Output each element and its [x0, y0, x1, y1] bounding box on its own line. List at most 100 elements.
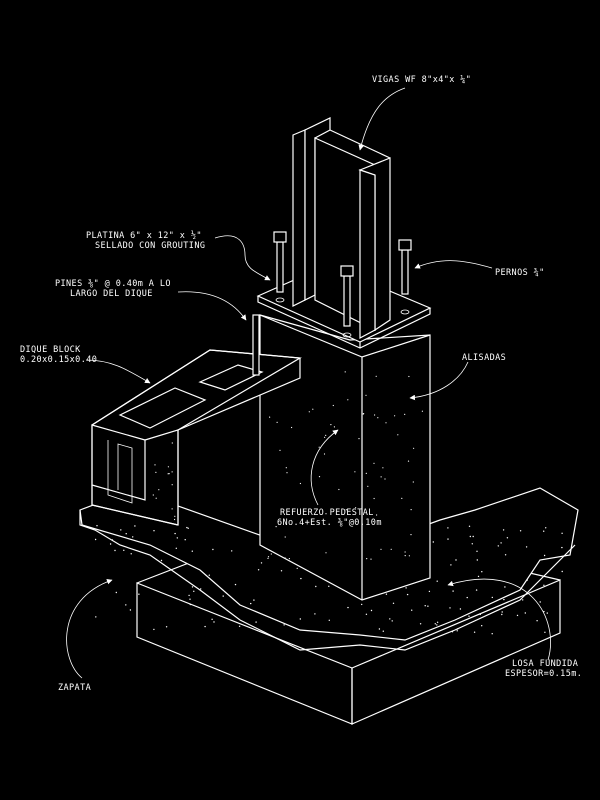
texture-speck — [380, 548, 382, 550]
leaders — [66, 87, 551, 679]
texture-speck — [325, 434, 327, 436]
texture-speck — [382, 467, 384, 469]
texture-speck — [171, 471, 173, 473]
texture-speck — [501, 611, 503, 613]
texture-speck — [452, 590, 454, 592]
texture-speck — [284, 536, 286, 538]
texture-speck — [168, 473, 170, 475]
texture-speck — [193, 590, 195, 592]
texture-speck — [338, 488, 340, 491]
texture-speck — [130, 553, 132, 555]
label-losa-2: ESPESOR=0.15m. — [505, 669, 582, 679]
texture-speck — [354, 471, 356, 473]
texture-speck — [267, 556, 270, 558]
texture-speck — [200, 588, 202, 590]
texture-speck — [503, 598, 505, 601]
texture-speck — [447, 538, 449, 540]
texture-speck — [257, 569, 260, 571]
texture-speck — [318, 446, 320, 448]
texture-speck — [365, 472, 367, 474]
texture-speck — [473, 631, 476, 633]
texture-speck — [171, 508, 173, 510]
texture-speck — [186, 526, 188, 529]
texture-speck — [120, 529, 122, 531]
texture-speck — [167, 466, 169, 468]
texture-speck — [363, 413, 365, 415]
texture-speck — [411, 609, 413, 611]
texture-speck — [328, 585, 330, 587]
texture-speck — [391, 620, 393, 622]
texture-speck — [404, 551, 406, 553]
texture-speck — [428, 590, 431, 593]
texture-speck — [189, 603, 191, 606]
texture-speck — [111, 539, 114, 541]
label-alisadas: ALISADAS — [462, 353, 506, 363]
label-refuerzo-2: 6No.4+Est. ⅜"@0.10m — [277, 518, 382, 528]
texture-speck — [365, 613, 368, 615]
label-pines-2: LARGO DEL DIQUE — [70, 289, 153, 299]
texture-speck — [497, 545, 499, 547]
texture-speck — [212, 548, 214, 551]
texture-speck — [269, 416, 271, 418]
texture-speck — [328, 619, 330, 621]
texture-speck — [125, 604, 127, 606]
texture-speck — [404, 413, 406, 415]
texture-speck — [188, 594, 190, 597]
texture-speck — [413, 447, 415, 449]
texture-speck — [516, 614, 519, 617]
texture-speck — [332, 404, 334, 407]
texture-speck — [361, 603, 363, 606]
texture-speck — [270, 553, 272, 555]
label-dique-2: 0.20x0.15x0.40 — [20, 355, 97, 365]
texture-speck — [189, 598, 191, 600]
texture-speck — [394, 415, 396, 417]
label-vigas: VIGAS WF 8"x4"x ¼" — [372, 75, 471, 85]
texture-speck — [276, 421, 278, 423]
texture-speck — [373, 462, 375, 464]
texture-speck — [291, 426, 293, 429]
texture-speck — [167, 473, 169, 475]
label-pines-1: PINES ⅜" @ 0.40m A LO — [55, 279, 171, 289]
texture-speck — [184, 539, 186, 541]
texture-speck — [506, 537, 509, 539]
label-dique-1: DIQUE BLOCK — [20, 345, 81, 355]
texture-speck — [191, 550, 193, 552]
texture-speck — [132, 536, 134, 538]
texture-speck — [382, 630, 384, 632]
texture-speck — [526, 579, 528, 581]
texture-speck — [475, 589, 478, 591]
label-pernos: PERNOS ¾" — [495, 268, 545, 278]
texture-speck — [491, 633, 493, 635]
pedestal — [259, 314, 431, 601]
texture-speck — [158, 489, 160, 491]
texture-speck — [449, 607, 451, 609]
texture-speck — [405, 587, 407, 589]
texture-speck — [427, 605, 429, 607]
texture-speck — [300, 577, 302, 580]
wf-beam — [292, 117, 391, 339]
texture-speck — [231, 550, 233, 552]
texture-speck — [468, 525, 471, 527]
texture-speck — [174, 532, 176, 535]
texture-speck — [323, 453, 326, 455]
texture-speck — [504, 586, 506, 588]
texture-speck — [451, 631, 454, 633]
texture-speck — [376, 514, 378, 516]
texture-speck — [330, 424, 332, 426]
texture-speck — [279, 449, 281, 451]
texture-speck — [315, 585, 317, 588]
texture-speck — [280, 570, 283, 572]
texture-speck — [288, 558, 290, 560]
texture-speck — [543, 530, 545, 532]
texture-speck — [374, 414, 376, 416]
texture-speck — [260, 562, 263, 564]
texture-speck — [561, 546, 563, 549]
texture-speck — [543, 584, 545, 586]
texture-speck — [419, 623, 422, 625]
texture-speck — [469, 535, 471, 538]
label-refuerzo-1: REFUERZO PEDESTAL — [280, 508, 374, 518]
texture-speck — [308, 411, 310, 413]
texture-speck — [333, 426, 335, 428]
texture-speck — [253, 599, 255, 601]
